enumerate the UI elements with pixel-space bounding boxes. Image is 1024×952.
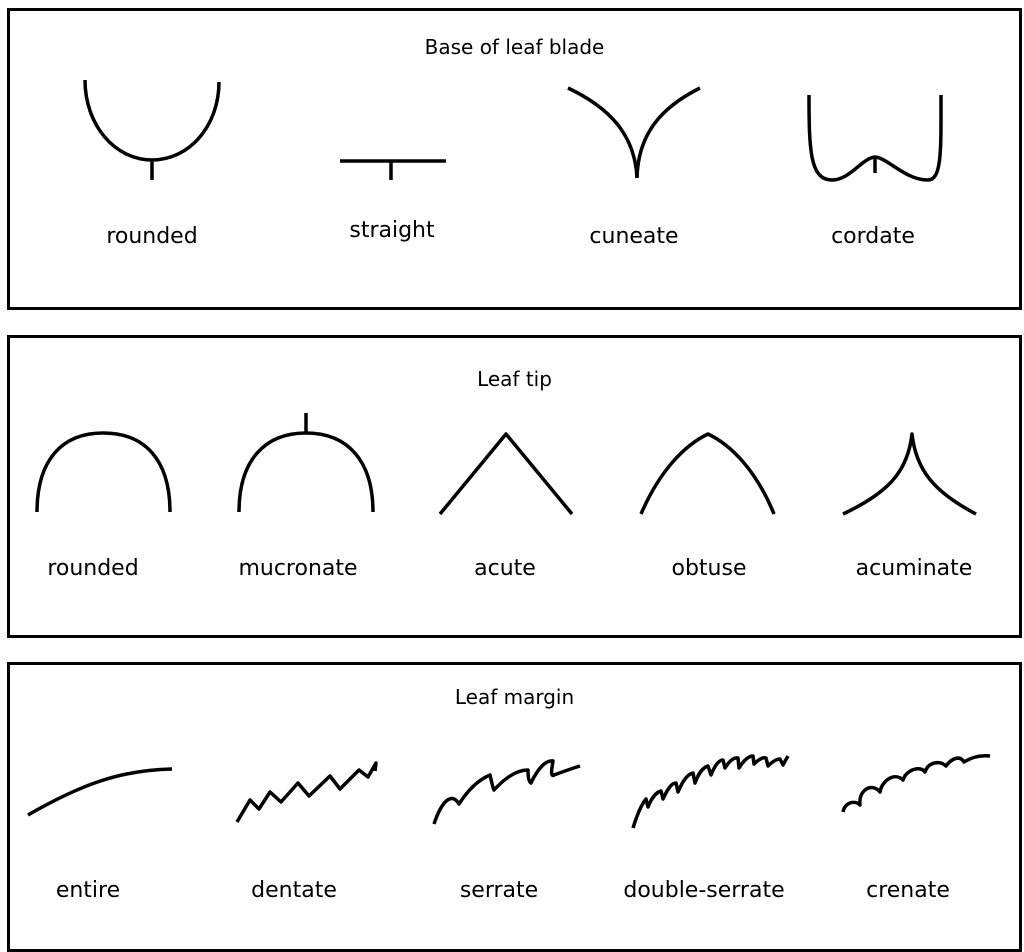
crenate-margin-icon: [843, 756, 990, 812]
entire-margin-icon: [28, 769, 172, 815]
acute-tip-icon: [440, 434, 572, 514]
rounded-tip-icon: [37, 433, 170, 512]
cordate-base-icon: [809, 95, 941, 180]
rounded-base-icon: [85, 80, 219, 180]
double-serrate-margin-icon: [633, 756, 788, 828]
dentate-margin-icon: [237, 763, 376, 822]
acuminate-tip-icon: [843, 434, 976, 514]
serrate-margin-icon: [434, 761, 580, 824]
obtuse-tip-icon: [641, 434, 774, 514]
mucronate-tip-icon: [239, 413, 373, 512]
cuneate-base-icon: [568, 88, 700, 178]
straight-base-icon: [340, 161, 446, 180]
